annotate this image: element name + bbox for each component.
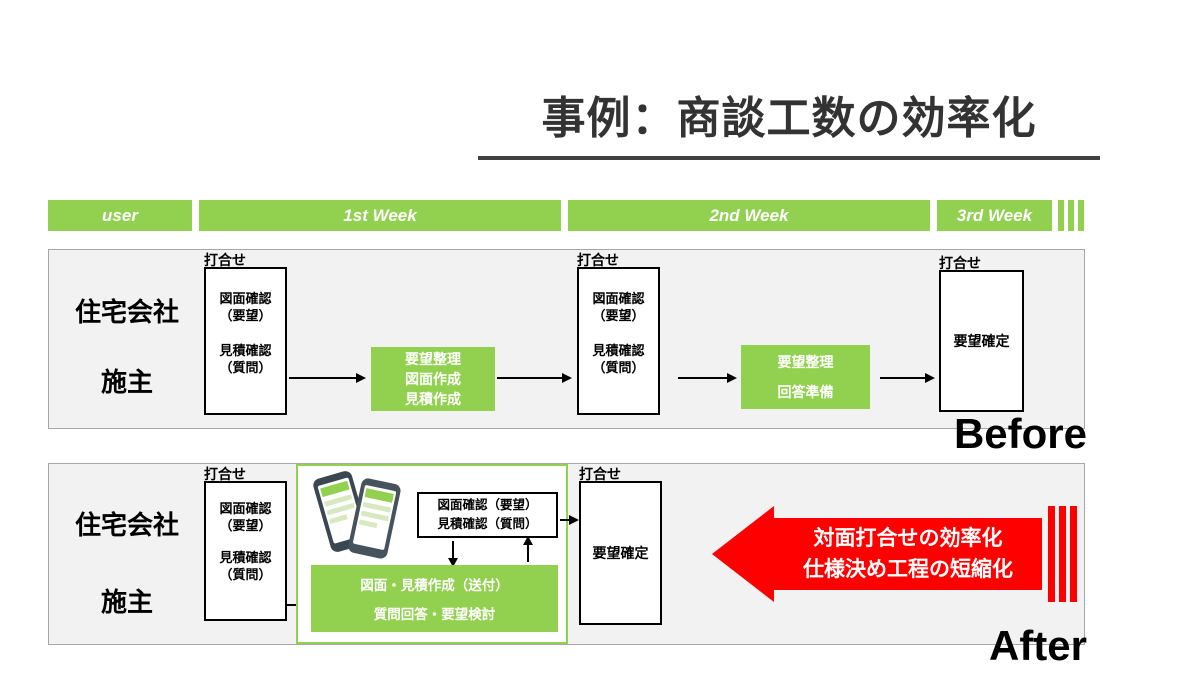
red-stripe [1059, 506, 1066, 602]
green-box-line: 質問回答・要望検討 [373, 607, 496, 622]
meeting-label: 打合せ [939, 255, 981, 271]
green-box-line: 図面作成 [405, 370, 461, 387]
down-arrow [448, 541, 458, 567]
red-arrow-line: 仕様決め工程の短縮化 [803, 558, 1013, 581]
meeting-box-line: （要望） [592, 307, 645, 323]
meeting-label: 打合せ [204, 252, 246, 268]
meeting-box-line: 見積確認 [592, 342, 645, 358]
meeting-label: 打合せ [204, 466, 246, 482]
after-actor-housing-company: 住宅会社 [74, 510, 179, 540]
before-green-box1: 要望整理 図面作成 見積作成 [371, 347, 495, 411]
after-actor-owner: 施主 [100, 587, 153, 617]
after-meeting1-box: 図面確認 （要望） 見積確認 （質問） [204, 481, 287, 621]
after-final-box: 要望確定 [579, 481, 662, 625]
green-box-line: 要望整理 [405, 350, 461, 367]
meeting-box-line: 図面確認 [219, 291, 272, 306]
timeline-stripe [1058, 200, 1064, 231]
meeting-label: 打合せ [577, 252, 619, 268]
before-green-box2: 要望整理 回答準備 [741, 345, 870, 409]
red-arrow-line: 対面打合せの効率化 [813, 526, 1003, 550]
up-arrow [523, 536, 533, 562]
smartphone-icon [302, 468, 410, 568]
meeting-box-line: （要望） [219, 307, 272, 323]
spacer [206, 535, 285, 550]
green-box-line: 図面・見積作成（送付） [360, 578, 509, 593]
before-tag: Before [953, 410, 1087, 457]
red-arrow: 対面打合せの効率化 仕様決め工程の短縮化 [712, 506, 1052, 602]
timeline-week3: 3rd Week [937, 200, 1052, 231]
app-box-line: 図面確認（要望） [437, 498, 538, 513]
meeting-box-line: （質問） [219, 359, 272, 375]
meeting-box-line: （質問） [592, 359, 645, 375]
after-app-box: 図面確認（要望） 見積確認（質問） [417, 492, 558, 538]
flow-arrow [678, 373, 737, 383]
smartphone-svg [313, 471, 401, 559]
meeting-box-line: 要望確定 [592, 544, 649, 561]
flow-arrow [560, 515, 579, 525]
before-meeting2-box: 図面確認 （要望） 見積確認 （質問） [577, 267, 660, 415]
spacer [206, 325, 285, 343]
red-arrow-body: 対面打合せの効率化 仕様決め工程の短縮化 [774, 518, 1042, 590]
after-green-box: 図面・見積作成（送付） 質問回答・要望検討 [311, 565, 558, 632]
before-actor-housing-company: 住宅会社 [74, 297, 179, 327]
meeting-box-line: 見積確認 [219, 342, 272, 358]
timeline-week1: 1st Week [199, 200, 561, 231]
timeline-user: user [48, 200, 192, 231]
after-tag: After [988, 622, 1087, 669]
timeline-week2: 2nd Week [568, 200, 930, 231]
before-meeting1-box: 図面確認 （要望） 見積確認 （質問） [204, 267, 287, 415]
timeline-stripe [1068, 200, 1074, 231]
meeting-label: 打合せ [579, 466, 621, 482]
meeting-box-line: 見積確認 [219, 549, 272, 565]
timeline-stripe [1078, 200, 1084, 231]
meeting-box-line: 図面確認 [219, 501, 272, 516]
red-stripe [1048, 506, 1055, 602]
red-stripe [1070, 506, 1077, 602]
green-box-line: 回答準備 [777, 384, 834, 400]
spacer [579, 325, 658, 343]
green-box-line: 見積作成 [405, 391, 461, 408]
meeting-box-line: 要望確定 [953, 332, 1010, 349]
page-title: 事例：商談工数の効率化 [478, 82, 1100, 160]
meeting-box-line: （要望） [219, 517, 272, 533]
meeting-box-line: （質問） [219, 566, 272, 582]
flow-arrow [289, 373, 366, 383]
red-arrow-head [712, 506, 774, 602]
before-actor-owner: 施主 [100, 367, 153, 397]
app-box-line: 見積確認（質問） [437, 517, 538, 531]
flow-arrow [497, 373, 572, 383]
before-final-box: 要望確定 [939, 270, 1024, 412]
flow-arrow [880, 373, 935, 383]
green-box-line: 要望整理 [777, 354, 834, 370]
meeting-box-line: 図面確認 [592, 291, 645, 306]
